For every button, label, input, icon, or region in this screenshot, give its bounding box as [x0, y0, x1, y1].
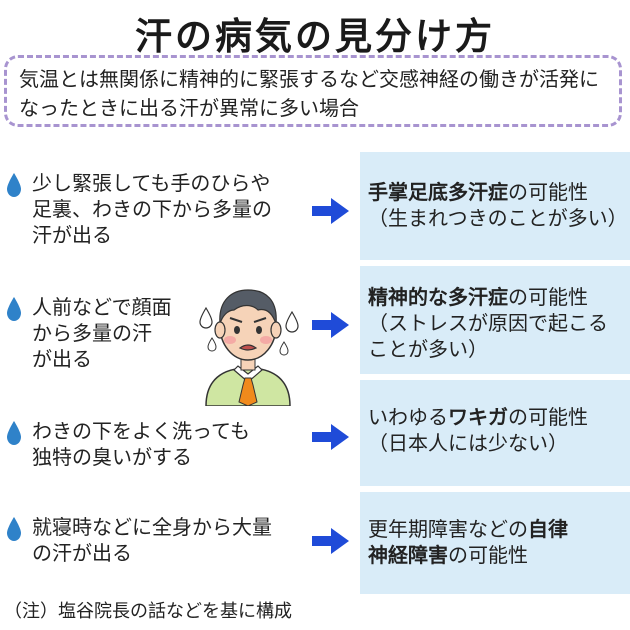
- result-panel-3: いわゆるワキガの可能性 （日本人には少ない）: [360, 380, 630, 486]
- result-emphasis: 精神的な多汗症: [368, 285, 508, 309]
- result-text: 更年期障害などの自律 神経障害の可能性: [368, 516, 630, 568]
- page-title: 汗の病気の見分け方: [135, 15, 495, 58]
- intro-box: 気温とは無関係に精神的に緊張するなど交感神経の働きが活発になったときに出る汗が異…: [4, 55, 622, 127]
- result-suffix: の可能性 （ストレスが原因で起こる ことが多い）: [368, 285, 608, 361]
- arrow-right-icon: [312, 198, 349, 224]
- sweating-man-illustration: [199, 289, 299, 406]
- result-panel-1: 手掌足底多汗症の可能性 （生まれつきのことが多い）: [360, 152, 630, 260]
- result-prefix: 更年期障害などの: [368, 517, 528, 541]
- symptom-text: わきの下をよく洗っても 独特の臭いがする: [32, 419, 250, 469]
- result-emphasis: 手掌足底多汗症: [368, 180, 508, 204]
- symptom-text: 就寝時などに全身から大量 の汗が出る: [32, 515, 272, 565]
- result-suffix: の可能性 （生まれつきのことが多い）: [368, 180, 628, 230]
- sweat-drop-icon: [7, 421, 21, 445]
- arrow-right-icon: [312, 528, 349, 554]
- footnote: （注）塩谷院長の話などを基に構成: [4, 601, 292, 622]
- result-emphasis: ワキガ: [448, 405, 508, 429]
- result-prefix: いわゆる: [368, 405, 448, 429]
- result-text: 手掌足底多汗症の可能性 （生まれつきのことが多い）: [368, 179, 630, 231]
- sweat-drop-icon: [7, 297, 21, 321]
- arrow-right-icon: [312, 312, 349, 338]
- result-text: 精神的な多汗症の可能性 （ストレスが原因で起こる ことが多い）: [368, 284, 630, 362]
- sweat-drop-icon: [7, 517, 21, 541]
- arrow-right-icon: [312, 424, 349, 450]
- sweat-drop-icon: [7, 173, 21, 197]
- symptom-text: 少し緊張しても手のひらや 足裏、わきの下から多量の 汗が出る: [32, 171, 272, 247]
- result-suffix: の可能性 （日本人には少ない）: [368, 405, 588, 455]
- result-text: いわゆるワキガの可能性 （日本人には少ない）: [368, 404, 630, 456]
- result-panel-2: 精神的な多汗症の可能性 （ストレスが原因で起こる ことが多い）: [360, 266, 630, 374]
- symptom-text: 人前などで顔面 から多量の汗 が出る: [32, 295, 172, 371]
- result-suffix: の可能性: [448, 543, 528, 567]
- result-emphasis: 自律 神経障害: [368, 517, 568, 567]
- result-panel-4: 更年期障害などの自律 神経障害の可能性: [360, 492, 630, 594]
